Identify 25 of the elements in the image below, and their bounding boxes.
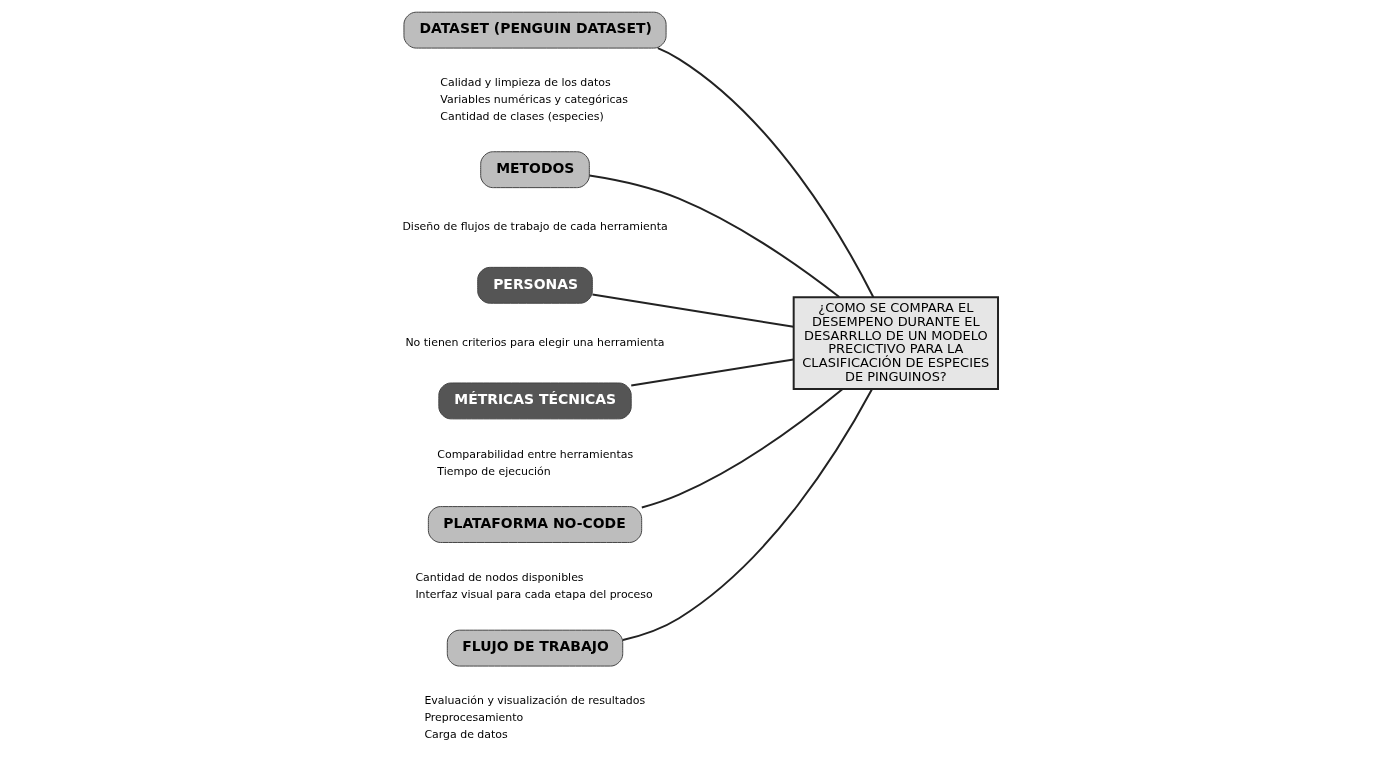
connector	[656, 47, 874, 299]
node-label: Carga de datos	[423, 727, 508, 741]
node-label: Variables numéricas y categóricas	[439, 92, 628, 106]
node-box: FLUJO DE TRABAJO	[446, 629, 623, 667]
node-label: Preprocesamiento	[423, 710, 523, 724]
node-box: PLATAFORMA NO-CODE	[427, 506, 642, 543]
node-label: Tiempo de ejecución	[436, 464, 551, 478]
connector	[621, 388, 873, 641]
node-label: Calidad y limpieza de los datos	[439, 75, 611, 89]
node-label: No tienen criterios para elegir una herramienta	[404, 335, 665, 349]
connector	[587, 174, 840, 298]
connector	[629, 358, 795, 387]
node-label: Diseño de flujos de trabajo de cada herramienta	[401, 220, 668, 234]
node-label: Comparabilidad entre herramientas	[436, 447, 633, 461]
connector	[591, 293, 795, 328]
connector	[640, 388, 844, 509]
node-box: METODOS	[479, 151, 590, 189]
node-box: MÉTRICAS TÉCNICAS	[437, 382, 632, 420]
node-label: Cantidad de clases (especies)	[439, 109, 604, 123]
node-box: ¿COMO SE COMPARA EL DESEMPENO DURANTE EL DESARRLLO DE UN MODELO PRECICTIVO PARA LA CLASIFICACIÓN DE ESPECIES DE PINGUINOS?	[792, 296, 999, 390]
node-box: PERSONAS	[476, 266, 593, 304]
node-label: Evaluación y visualización de resultados	[423, 693, 645, 707]
node-label: Cantidad de nodos disponibles	[414, 571, 584, 585]
node-box: DATASET (PENGUIN DATASET)	[402, 11, 667, 49]
node-label: Interfaz visual para cada etapa del proceso	[414, 588, 653, 602]
